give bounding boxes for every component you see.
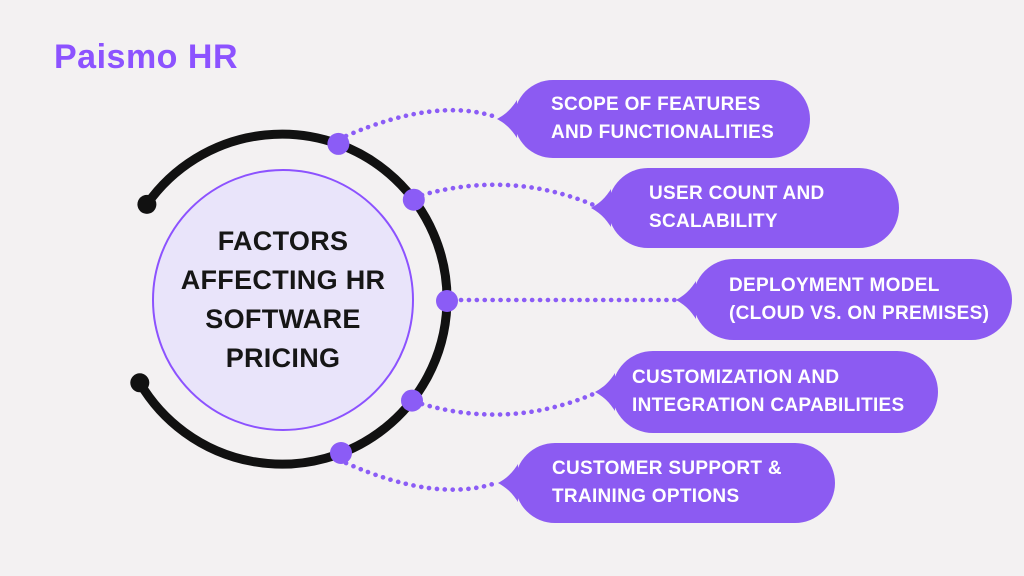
brand-logo: Paismo HR (54, 38, 238, 76)
bubble-label-line: SCALABILITY (649, 211, 778, 232)
dotted-connector-1 (343, 107, 499, 139)
node-dot-4 (401, 389, 423, 412)
central-title-line: PRICING (225, 343, 341, 373)
bubble-tail-icon (676, 280, 696, 319)
bubble-label-line: AND FUNCTIONALITIES (551, 122, 775, 143)
bubble-label-line: SCOPE OF FEATURES (551, 94, 761, 115)
node-dot-3 (436, 290, 458, 312)
bubble-tail-icon (595, 373, 615, 411)
central-title-line: FACTORS (217, 226, 349, 256)
dotted-connector-5 (343, 460, 499, 492)
arc-end-dot-top (137, 194, 157, 214)
bubble-tail-icon (497, 100, 517, 138)
node-dot-2 (402, 188, 425, 211)
bubble-customization: CUSTOMIZATION AND INTEGRATION CAPABILITI… (595, 351, 938, 433)
bubble-label-line: CUSTOMER SUPPORT & (552, 458, 782, 479)
bubble-user-count: USER COUNT AND SCALABILITY (591, 168, 899, 248)
bubble-label-line: DEPLOYMENT MODEL (729, 274, 940, 296)
bubble-tail-icon (591, 189, 611, 227)
central-title-line: SOFTWARE (205, 304, 361, 334)
bubble-label-line: CUSTOMIZATION AND (632, 367, 840, 388)
bubble-scope-of-features: SCOPE OF FEATURES AND FUNCTIONALITIES (497, 80, 810, 158)
node-dot-5 (330, 442, 352, 464)
central-topic-circle: FACTORS AFFECTING HR SOFTWARE PRICING (152, 169, 414, 431)
bubble-deployment-model: DEPLOYMENT MODEL (CLOUD VS. ON PREMISES) (676, 259, 1012, 340)
bubble-label-line: TRAINING OPTIONS (552, 486, 740, 507)
dotted-connectors (343, 107, 683, 492)
bubble-label-line: INTEGRATION CAPABILITIES (632, 395, 905, 416)
bubble-customer-support: CUSTOMER SUPPORT & TRAINING OPTIONS (498, 443, 835, 523)
central-title-line: AFFECTING HR (180, 265, 386, 295)
bubble-label-line: USER COUNT AND (649, 183, 825, 204)
dotted-connector-4 (419, 389, 601, 417)
bubble-label-line: (CLOUD VS. ON PREMISES) (729, 302, 990, 324)
arc-end-dot-bottom (130, 373, 150, 393)
bubble-tail-icon (498, 464, 518, 502)
arc-node-dots (327, 132, 458, 464)
dotted-connector-2 (419, 182, 599, 209)
node-dot-1 (327, 132, 350, 155)
